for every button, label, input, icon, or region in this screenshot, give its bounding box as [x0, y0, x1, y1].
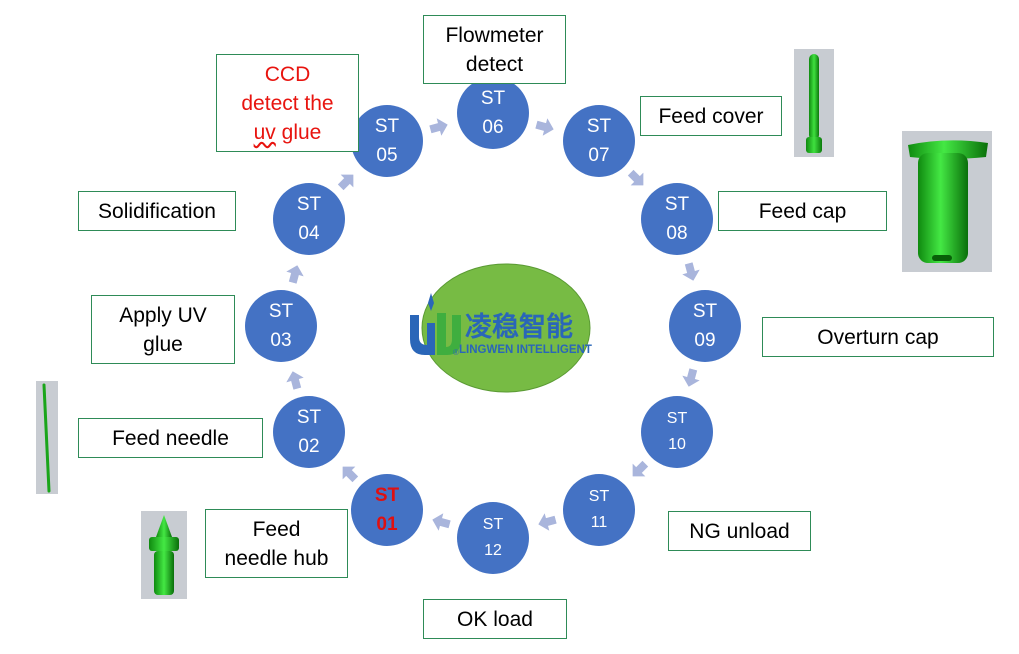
flow-arrow-11-12 [538, 513, 557, 531]
flow-arrow-04-05 [337, 174, 354, 191]
flow-arrow-09-10 [682, 368, 700, 387]
label-feed-cap: Feed cap [718, 191, 887, 231]
svg-text:®: ® [453, 348, 459, 357]
center-ellipse [421, 263, 591, 393]
center-logo: 凌稳智能 LINGWEN INTELLIGENT ® [405, 263, 610, 393]
label-overturn-cap: Overturn cap [762, 317, 994, 357]
flow-arrow-10-11 [632, 460, 649, 477]
label-ng-unload: NG unload [668, 511, 811, 551]
needle-part-image [36, 381, 58, 494]
flow-arrow-01-02 [342, 466, 359, 483]
flow-arrow-03-04 [286, 265, 304, 284]
label-flowmeter-detect: Flowmeter detect [423, 15, 566, 84]
label-feed-needle: Feed needle [78, 418, 263, 458]
flow-arrow-07-08 [627, 169, 644, 186]
feed-cap-part-image [902, 131, 992, 272]
needle-hub-part-image [141, 511, 187, 599]
label-ccd-detect: CCD detect the uv glue [216, 54, 359, 152]
flow-arrow-02-03 [286, 371, 304, 390]
flow-arrow-06-07 [535, 118, 554, 136]
lingwen-logo-icon [410, 293, 461, 355]
label-feed-cover: Feed cover [640, 96, 782, 136]
flow-arrow-08-09 [682, 262, 700, 281]
label-solidification: Solidification [78, 191, 236, 231]
label-feed-needle-hub: Feed needle hub [205, 509, 348, 578]
flow-arrow-12-01 [432, 513, 451, 531]
logo-graphic: 凌稳智能 LINGWEN INTELLIGENT ® [410, 263, 592, 393]
label-ok-load: OK load [423, 599, 567, 639]
logo-chinese-text: 凌稳智能 [465, 311, 573, 343]
flow-arrow-05-06 [429, 118, 448, 136]
logo-english-text: LINGWEN INTELLIGENT [459, 344, 592, 356]
feed-cover-part-image [794, 49, 834, 157]
label-apply-uv-glue: Apply UV glue [91, 295, 235, 364]
